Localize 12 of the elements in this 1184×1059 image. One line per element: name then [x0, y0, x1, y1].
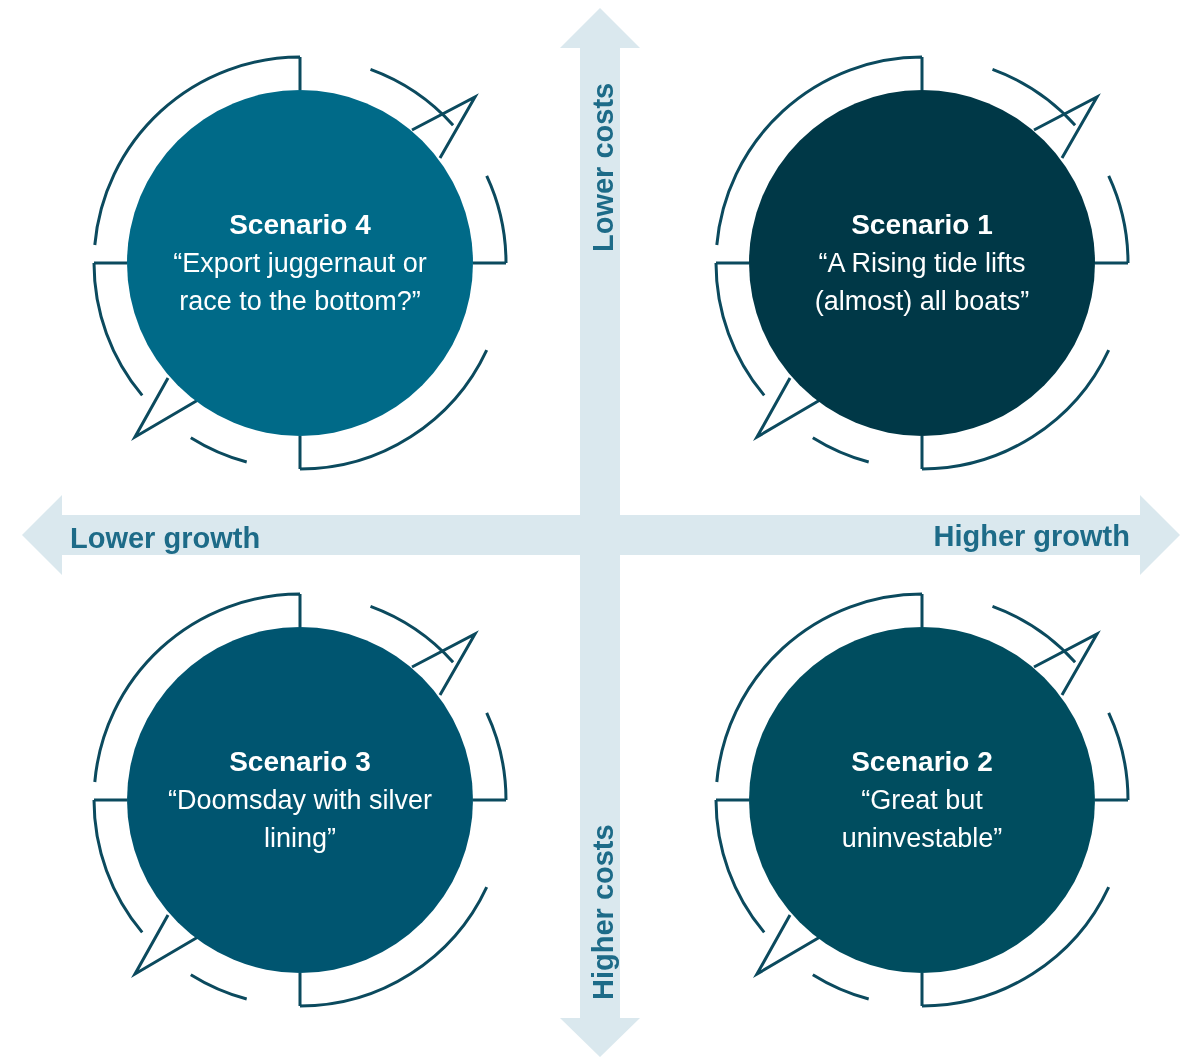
scenario-quote: “Great but uninvestable”: [840, 784, 1004, 855]
axis-label: Higher growth: [933, 520, 1130, 553]
scenario-title: Scenario 2: [851, 745, 993, 779]
scenario-quote: “Export juggernaut or race to the bottom?”: [172, 247, 428, 318]
axis-label: Lower growth: [70, 522, 261, 555]
axis-label: Higher costs: [587, 824, 620, 1000]
scenario-title: Scenario 3: [229, 745, 371, 779]
scenario-title: Scenario 1: [851, 208, 993, 242]
axis-label: Lower costs: [587, 82, 620, 252]
scenario-quote: “A Rising tide lifts (almost) all boats”: [813, 247, 1031, 318]
scenario-title: Scenario 4: [229, 208, 371, 242]
scenario-quote: “Doomsday with silver lining”: [166, 784, 434, 855]
